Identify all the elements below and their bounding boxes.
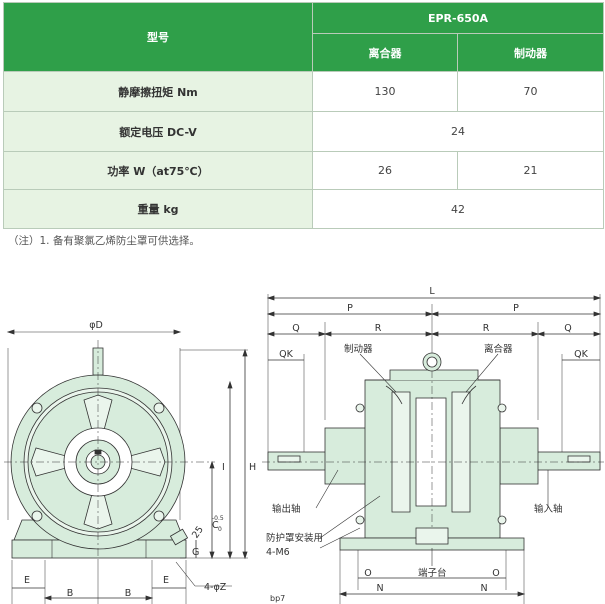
power-brake: 21 (457, 151, 604, 190)
QK-right-label: QK (574, 349, 588, 360)
torque-label: 静摩擦扭矩 Nm (118, 85, 198, 99)
brake-header: 制动器 (457, 33, 604, 72)
left-end-view (4, 329, 248, 604)
N-right-label: N (480, 583, 487, 594)
R-left-label: R (375, 323, 382, 334)
weight-value: 42 (451, 202, 465, 216)
E-left-label: E (24, 575, 30, 586)
power-clutch-value: 26 (378, 164, 392, 177)
dim-25-label: 25 (190, 524, 206, 540)
C-tolerance-sup: -0.5 (212, 515, 224, 522)
row-label-power: 功率 W（at75℃） (3, 151, 313, 190)
phiD-label: φD (89, 320, 103, 331)
Q-left-label: Q (292, 323, 299, 334)
P-left-label: P (347, 303, 353, 314)
right-side-view (262, 294, 604, 604)
voltage-value-cell: 24 (312, 111, 604, 152)
power-brake-value: 21 (523, 164, 538, 177)
page-code: bp7 (270, 594, 285, 603)
weight-label: 重量 kg (137, 203, 179, 216)
dust-cover-callout: 防护罩安装用 (266, 532, 323, 544)
I-label: I (222, 462, 225, 473)
clutch-callout: 离合器 (484, 343, 513, 355)
clutch-header-text: 离合器 (368, 46, 402, 60)
voltage-value: 24 (451, 125, 465, 138)
B-right-label: B (125, 588, 132, 599)
weight-value-cell: 42 (312, 189, 604, 229)
H-label: H (249, 462, 256, 473)
spec-table: 型号 EPR-650A 离合器 制动器 静摩擦扭矩 Nm 130 70 额定电压… (3, 2, 604, 229)
Q-right-label: Q (564, 323, 571, 334)
G-label: G (192, 547, 199, 558)
input-shaft-callout: 输入轴 (534, 503, 563, 515)
torque-clutch: 130 (312, 71, 458, 112)
voltage-label: 额定电压 DC-V (119, 125, 197, 139)
torque-brake: 70 (457, 71, 604, 112)
model-label-cell: 型号 (3, 2, 313, 72)
power-clutch: 26 (312, 151, 458, 190)
Z-label: 4-φZ (204, 582, 227, 593)
L-label: L (429, 286, 435, 297)
C-tolerance-sub: 0 (218, 526, 222, 533)
row-label-torque: 静摩擦扭矩 Nm (3, 71, 313, 112)
power-label: 功率 W（at75℃） (107, 164, 209, 178)
brake-header-text: 制动器 (514, 46, 547, 60)
QK-left-label: QK (279, 349, 293, 360)
brake-callout: 制动器 (344, 343, 373, 355)
N-left-label: N (376, 583, 383, 594)
m6-callout: 4-M6 (266, 547, 290, 558)
model-label: 型号 (147, 31, 169, 44)
O-left-label: O (364, 568, 371, 579)
terminal-callout: 端子台 (418, 567, 447, 579)
P-right-label: P (513, 303, 519, 314)
clutch-header: 离合器 (312, 33, 458, 72)
torque-brake-value: 70 (523, 85, 538, 98)
row-label-voltage: 额定电压 DC-V (3, 111, 313, 152)
footnote: （注）1. 备有聚氯乙烯防尘罩可供选择。 (8, 235, 200, 247)
C-label: C (212, 520, 219, 531)
B-left-label: B (67, 588, 74, 599)
E-right-label: E (163, 575, 169, 586)
dimension-drawing: φD H I C -0.5 0 G 25 E E B B 4-φZ L P P … (4, 286, 604, 604)
torque-clutch-value: 130 (374, 85, 396, 98)
output-shaft-callout: 输出轴 (272, 503, 301, 515)
R-right-label: R (483, 323, 490, 334)
model-value-cell: EPR-650A (312, 2, 604, 34)
model-value: EPR-650A (427, 11, 489, 25)
row-label-weight: 重量 kg (3, 189, 313, 229)
O-right-label: O (492, 568, 499, 579)
